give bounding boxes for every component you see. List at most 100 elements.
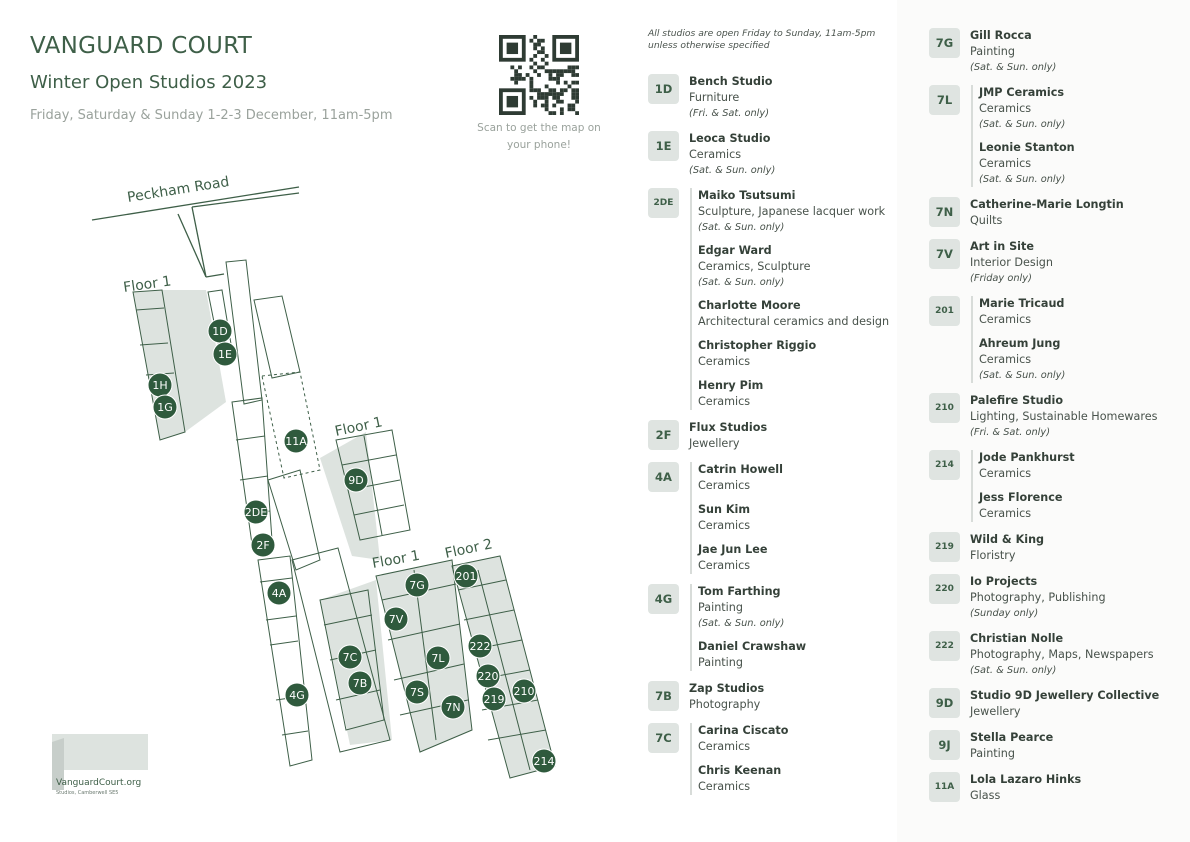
studio-code-badge: 2DE bbox=[648, 188, 679, 218]
studio-name: Christian Nolle bbox=[970, 632, 1064, 645]
studio-discipline: Ceramics bbox=[698, 479, 751, 492]
studio-name: Zap Studios bbox=[689, 682, 765, 695]
studio-name: Edgar Ward bbox=[698, 244, 772, 257]
studio-code-badge: 7N bbox=[929, 197, 960, 227]
studio-discipline: Ceramics bbox=[979, 353, 1032, 366]
studio-name: Daniel Crawshaw bbox=[698, 640, 807, 653]
studio-availability: (Sat. & Sun. only) bbox=[970, 62, 1057, 73]
studio-pin: 7N bbox=[440, 694, 466, 720]
studio-name: Studio 9D Jewellery Collective bbox=[970, 689, 1160, 702]
studio-name: Wild & King bbox=[970, 533, 1045, 546]
page-subtitle: Winter Open Studios 2023 bbox=[30, 72, 268, 93]
event-dates: Friday, Saturday & Sunday 1-2-3 December… bbox=[30, 108, 393, 123]
studio-availability: (Sat. & Sun. only) bbox=[970, 665, 1057, 676]
studio-discipline: Lighting, Sustainable Homewares bbox=[970, 410, 1158, 423]
studio-pin: 7S bbox=[404, 679, 430, 705]
studio-name: Christopher Riggio bbox=[698, 339, 817, 352]
floor-label: Floor 2 bbox=[444, 536, 494, 562]
studio-pin: 7G bbox=[404, 572, 430, 598]
studio-pin-label: 1G bbox=[157, 401, 173, 414]
studio-code-badge: 2F bbox=[648, 420, 679, 450]
floor-label: Floor 1 bbox=[122, 273, 172, 296]
studio-discipline: Ceramics bbox=[698, 559, 751, 572]
studio-code-badge: 7B bbox=[648, 681, 679, 711]
studio-pin: 222 bbox=[467, 633, 493, 659]
studio-code-badge: 222 bbox=[929, 631, 960, 661]
studio-pin-label: 214 bbox=[534, 755, 555, 768]
studio-availability: (Sat. & Sun. only) bbox=[979, 370, 1066, 381]
studio-code-badge: 7C bbox=[648, 723, 679, 753]
studio-name: Bench Studio bbox=[689, 75, 773, 88]
studio-pin-label: 210 bbox=[514, 685, 535, 698]
studio-code-badge: 7V bbox=[929, 239, 960, 269]
studio-name: Maiko Tsutsumi bbox=[698, 189, 796, 202]
studio-pin-label: 7N bbox=[445, 701, 460, 714]
studio-discipline: Photography, Maps, Newspapers bbox=[970, 648, 1154, 661]
studio-pin: 4A bbox=[266, 580, 292, 606]
studio-discipline: Ceramics, Sculpture bbox=[698, 260, 811, 273]
studio-pin-label: 7S bbox=[410, 686, 424, 699]
studio-pin-label: 1E bbox=[218, 348, 232, 361]
studio-pin: 214 bbox=[531, 748, 557, 774]
studio-name: Carina Ciscato bbox=[698, 724, 789, 737]
qr-code-icon bbox=[499, 35, 579, 115]
studio-name: Leoca Studio bbox=[689, 132, 771, 145]
studio-code-badge: 4G bbox=[648, 584, 679, 614]
studio-discipline: Ceramics bbox=[979, 507, 1032, 520]
studio-name: Jess Florence bbox=[979, 491, 1063, 504]
studio-code-badge: 1E bbox=[648, 131, 679, 161]
studio-name: Jode Pankhurst bbox=[979, 451, 1075, 464]
studio-pin: 4G bbox=[284, 682, 310, 708]
qr-caption: Scan to get the map on your phone! bbox=[477, 122, 601, 151]
studio-discipline: Ceramics bbox=[979, 467, 1032, 480]
studio-name: Catrin Howell bbox=[698, 463, 783, 476]
studio-name: Stella Pearce bbox=[970, 731, 1054, 744]
studio-pin-label: 7V bbox=[389, 613, 404, 626]
studio-name: JMP Ceramics bbox=[979, 86, 1065, 99]
studio-name: Palefire Studio bbox=[970, 394, 1064, 407]
studio-pin-label: 9D bbox=[348, 474, 363, 487]
studio-discipline: Ceramics bbox=[698, 740, 751, 753]
studio-pin: 7L bbox=[425, 645, 451, 671]
studio-pin-label: 220 bbox=[478, 670, 499, 683]
studio-name: Jae Jun Lee bbox=[698, 543, 768, 556]
listing-column-left: All studios are open Friday to Sunday, 1… bbox=[648, 28, 898, 805]
studio-code-badge: 9D bbox=[929, 688, 960, 718]
studio-pin: 220 bbox=[475, 663, 501, 689]
studio-discipline: Ceramics bbox=[698, 519, 751, 532]
studio-pin-label: 4A bbox=[272, 587, 287, 600]
studio-name: Chris Keenan bbox=[698, 764, 782, 777]
studio-discipline: Ceramics bbox=[689, 148, 742, 161]
studio-pin: 1G bbox=[152, 394, 178, 420]
studio-pin-label: 7B bbox=[353, 677, 368, 690]
